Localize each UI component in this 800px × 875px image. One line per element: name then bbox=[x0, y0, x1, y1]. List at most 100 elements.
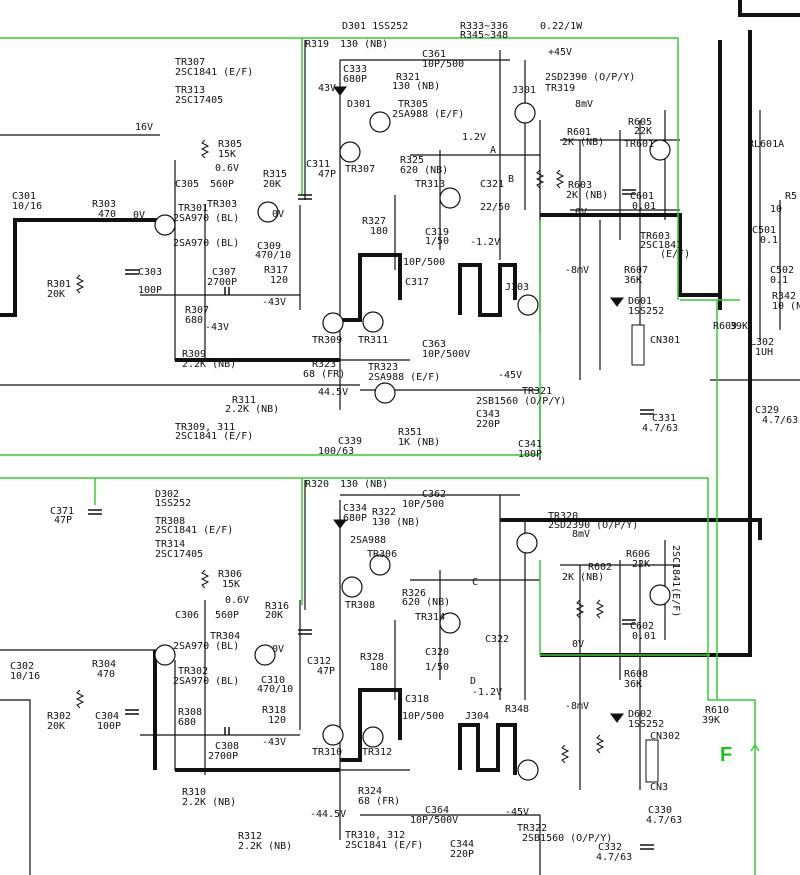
tr603-label: TR603 bbox=[640, 231, 671, 242]
v43n2-label: -43V bbox=[205, 322, 230, 333]
connectors bbox=[631, 324, 659, 783]
r307-label: R307 bbox=[185, 305, 210, 316]
tr314b-label: TR314 bbox=[415, 612, 446, 623]
r351-value: 1K (NB) bbox=[398, 437, 441, 448]
r322-value: 130 (NB) bbox=[372, 517, 421, 528]
c308-value: 2700P bbox=[208, 751, 239, 762]
tr321-value: 2SB1560 (O/P/Y) bbox=[476, 396, 567, 407]
r320-label: R320 bbox=[305, 479, 330, 490]
v45nb-label: -45V bbox=[505, 807, 530, 818]
tr323-label: TR323 bbox=[368, 362, 399, 373]
l302-value: 1UH bbox=[755, 347, 774, 358]
c320-label: C320 bbox=[425, 647, 450, 658]
r324-value: 68 (FR) bbox=[358, 796, 401, 807]
r607-value: 36K bbox=[624, 275, 643, 286]
r318-label: R318 bbox=[262, 705, 287, 716]
r318-value: 120 bbox=[268, 715, 287, 726]
node-c-label: C bbox=[472, 577, 479, 588]
rl601a-label: RL601A bbox=[748, 139, 785, 150]
tr601-label: TR601 bbox=[624, 139, 655, 150]
r601-label: R601 bbox=[567, 127, 592, 138]
r326-value: 620 (NB) bbox=[402, 597, 451, 608]
highlight-lines bbox=[0, 37, 756, 875]
c341-label: C341 bbox=[518, 439, 543, 450]
r306-label: R306 bbox=[218, 569, 243, 580]
d601-label: D601 bbox=[628, 296, 653, 307]
r302-value: 20K bbox=[47, 721, 66, 732]
resistors bbox=[75, 139, 605, 764]
c318-label: C318 bbox=[405, 694, 430, 705]
c305-value: 560P bbox=[210, 179, 235, 190]
v43-label: 43V bbox=[318, 83, 337, 94]
j304-label: J304 bbox=[465, 711, 490, 722]
power-traces bbox=[0, 0, 800, 775]
c318-value: 10P/500 bbox=[402, 711, 445, 722]
c329-label: C329 bbox=[755, 405, 780, 416]
c334-label: C334 bbox=[343, 503, 368, 514]
c601-value: 0.01 bbox=[632, 201, 657, 212]
r302-label: R302 bbox=[47, 711, 72, 722]
node-b-label: B bbox=[508, 174, 515, 185]
ov3-label: 0V bbox=[575, 207, 588, 218]
r328-label: R328 bbox=[360, 652, 385, 663]
r316-label: R316 bbox=[265, 601, 290, 612]
c332-label: C332 bbox=[598, 842, 623, 853]
r333-value: 0.22/1W bbox=[540, 21, 583, 32]
r326-label: R326 bbox=[402, 588, 427, 599]
c319-value: 1/50 bbox=[425, 236, 450, 247]
c301-value: 10/16 bbox=[12, 201, 43, 212]
r602-value: 2K (NB) bbox=[562, 572, 605, 583]
r345-label: R345~348 bbox=[460, 30, 509, 41]
c339-value: 100/63 bbox=[318, 446, 355, 457]
c341-value: 100P bbox=[518, 449, 543, 460]
r307-value: 680 bbox=[185, 315, 204, 326]
r610-value: 39K bbox=[702, 715, 721, 726]
tr308-value: 2SC1841 (E/F) bbox=[155, 525, 234, 536]
c306-label: C306 bbox=[175, 610, 200, 621]
c303-value: 100P bbox=[138, 285, 163, 296]
r305-value: 15K bbox=[218, 149, 237, 160]
c333-value: 680P bbox=[343, 74, 368, 85]
tr305-value: 2SA988 (E/F) bbox=[392, 109, 465, 120]
c304-value: 100P bbox=[97, 721, 122, 732]
c301-label: C301 bbox=[12, 191, 37, 202]
tr322-value: 2SB1560 (O/P/Y) bbox=[522, 833, 613, 844]
tr311-label: TR311 bbox=[358, 335, 389, 346]
c310-value: 470/10 bbox=[257, 684, 294, 695]
d602-value: 1SS252 bbox=[628, 719, 665, 730]
d601-value: 1SS252 bbox=[628, 306, 665, 317]
tr306-label: TR306 bbox=[367, 549, 398, 560]
r605-label: R605 bbox=[628, 117, 653, 128]
tr319-value: 2SD2390 (O/P/Y) bbox=[545, 72, 636, 83]
c502-label: C502 bbox=[770, 265, 795, 276]
c307-value: 2700P bbox=[207, 277, 238, 288]
node-a-label: A bbox=[490, 145, 497, 156]
r308-label: R308 bbox=[178, 707, 203, 718]
c363-label: C363 bbox=[422, 339, 447, 350]
r342-value: 10 (N bbox=[772, 301, 800, 312]
r323-value: 68 (FR) bbox=[303, 369, 346, 380]
r333-label: R333~336 bbox=[460, 21, 509, 32]
r310-value: 2.2K (NB) bbox=[182, 797, 237, 808]
v16-label: 16V bbox=[135, 122, 154, 133]
r342-label: R342 bbox=[772, 291, 797, 302]
r309-value: 2.2K (NB) bbox=[182, 359, 237, 370]
c308-label: C308 bbox=[215, 741, 240, 752]
tr312-label: TR312 bbox=[362, 747, 393, 758]
tr313-value: 2SC17405 bbox=[175, 95, 224, 106]
tr602-value: 2SC1841(E/F) bbox=[670, 545, 681, 618]
l302-label: L302 bbox=[750, 337, 775, 348]
v06-label: 0.6V bbox=[215, 163, 240, 174]
c322-label: C322 bbox=[485, 634, 510, 645]
c311-label: C311 bbox=[306, 159, 331, 170]
c501-value: 0.1 bbox=[760, 235, 779, 246]
tr308b-label: TR308 bbox=[345, 600, 376, 611]
v06b-label: 0.6V bbox=[225, 595, 250, 606]
tr307-label: TR307 bbox=[175, 57, 206, 68]
c361-label: C361 bbox=[422, 49, 447, 60]
c310-label: C310 bbox=[261, 675, 286, 686]
cn301-label: CN301 bbox=[650, 335, 681, 346]
r310-label: R310 bbox=[182, 787, 207, 798]
c502-value: 0.1 bbox=[770, 275, 789, 286]
r327-value: 180 bbox=[370, 226, 389, 237]
